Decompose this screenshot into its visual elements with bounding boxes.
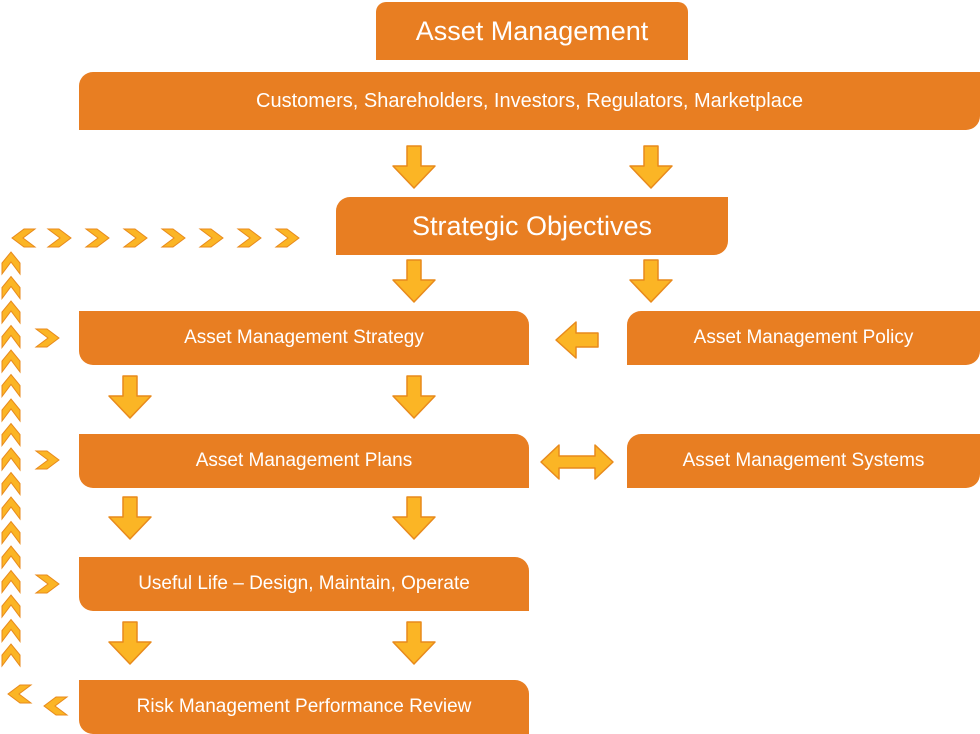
down-arrow-useful-life-left [108, 621, 152, 665]
asset-management-strategy-box: Asset Management Strategy [79, 311, 529, 365]
strategic-objectives-box: Strategic Objectives [336, 197, 728, 255]
feedback-chevron-to-plans [34, 450, 60, 470]
useful-life-text: Useful Life – Design, Maintain, Operate [138, 573, 470, 594]
down-arrow-plans-left [108, 496, 152, 540]
feedback-chevron-up-5 [1, 349, 21, 374]
feedback-chevron-up-7 [1, 398, 21, 423]
feedback-chevron-to-useful-life [34, 574, 60, 594]
feedback-chevron-up-16 [1, 618, 21, 643]
feedback-chevron-up-13 [1, 545, 21, 570]
asset-management-plans-box: Asset Management Plans [79, 434, 529, 488]
down-arrow-objectives-right [629, 259, 673, 303]
feedback-chevron-up-17 [1, 643, 21, 668]
asset-management-systems-text: Asset Management Systems [682, 450, 925, 471]
feedback-chevron-up-1 [1, 251, 21, 276]
feedback-chevron-up-10 [1, 471, 21, 496]
stakeholders-box: Customers, Shareholders, Investors, Regu… [79, 72, 980, 130]
feedback-chevron-up-3 [1, 300, 21, 325]
feedback-chevron-top-7 [274, 228, 300, 248]
feedback-chevron-up-2 [1, 275, 21, 300]
feedback-chevron-from-review [43, 696, 69, 716]
feedback-chevron-up-14 [1, 569, 21, 594]
left-arrow-policy-to-strategy [555, 321, 599, 359]
asset-management-strategy-text: Asset Management Strategy [184, 327, 424, 348]
risk-management-review-text: Risk Management Performance Review [136, 696, 472, 717]
stakeholders-text: Customers, Shareholders, Investors, Regu… [256, 89, 803, 112]
title-text: Asset Management [415, 15, 649, 46]
down-arrow-strategy-left [108, 375, 152, 419]
feedback-chevron-up-4 [1, 324, 21, 349]
down-arrow-strategy-right [392, 375, 436, 419]
feedback-corner-bottom [7, 684, 33, 704]
asset-management-systems-box: Asset Management Systems [627, 434, 980, 488]
feedback-corner-top [11, 228, 37, 248]
feedback-chevron-up-15 [1, 594, 21, 619]
asset-management-policy-box: Asset Management Policy [627, 311, 980, 365]
down-arrow-stakeholders-right [629, 145, 673, 189]
down-arrow-objectives-left [392, 259, 436, 303]
down-arrow-plans-right [392, 496, 436, 540]
feedback-chevron-up-12 [1, 520, 21, 545]
risk-management-review-box: Risk Management Performance Review [79, 680, 529, 734]
feedback-chevron-up-8 [1, 422, 21, 447]
feedback-chevron-up-6 [1, 373, 21, 398]
feedback-chevron-to-strategy [34, 328, 60, 348]
asset-management-policy-text: Asset Management Policy [693, 327, 914, 348]
title-box: Asset Management [376, 2, 688, 60]
useful-life-box: Useful Life – Design, Maintain, Operate [79, 557, 529, 611]
strategic-objectives-text: Strategic Objectives [411, 210, 653, 241]
feedback-chevron-up-9 [1, 447, 21, 472]
feedback-chevron-top-1 [46, 228, 72, 248]
double-arrow-plans-systems [540, 444, 614, 480]
feedback-chevron-top-4 [160, 228, 186, 248]
down-arrow-useful-life-right [392, 621, 436, 665]
feedback-chevron-up-11 [1, 496, 21, 521]
feedback-chevron-top-2 [84, 228, 110, 248]
feedback-chevron-top-6 [236, 228, 262, 248]
feedback-chevron-top-3 [122, 228, 148, 248]
feedback-chevron-top-5 [198, 228, 224, 248]
down-arrow-stakeholders-left [392, 145, 436, 189]
asset-management-plans-text: Asset Management Plans [195, 450, 413, 471]
